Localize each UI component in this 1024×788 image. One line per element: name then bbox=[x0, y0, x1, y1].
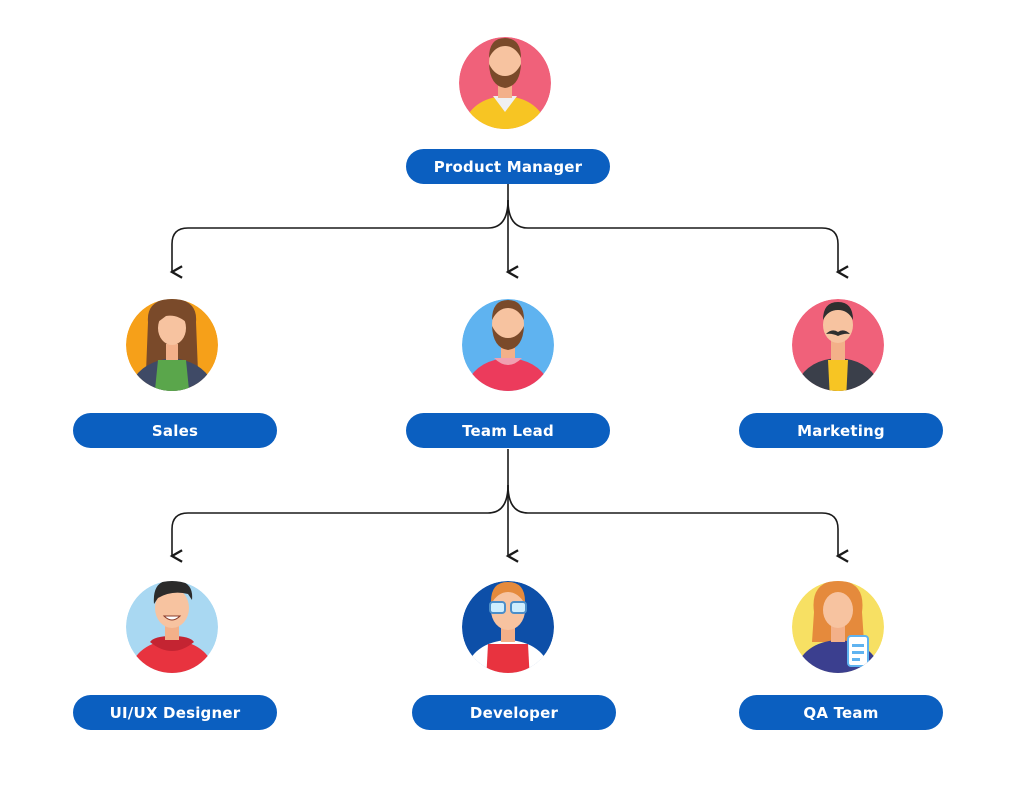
node-label: Sales bbox=[151, 421, 199, 440]
connector-group-team-lead bbox=[169, 449, 849, 563]
node-sales: Sales bbox=[73, 413, 277, 448]
connector-tl-to-ui-ux bbox=[169, 484, 509, 563]
node-label: Team Lead bbox=[462, 421, 554, 440]
node-label: Developer bbox=[469, 703, 559, 722]
node-label: QA Team bbox=[803, 703, 879, 722]
connector-pm-to-marketing bbox=[507, 199, 849, 279]
marketing-avatar bbox=[792, 299, 884, 391]
node-product-manager: Product Manager bbox=[406, 149, 610, 184]
node-ui-ux-designer: UI/UX Designer bbox=[73, 695, 277, 730]
node-qa-team: QA Team bbox=[739, 695, 943, 730]
team-lead-avatar bbox=[462, 299, 554, 391]
developer-avatar bbox=[462, 581, 554, 673]
node-label: UI/UX Designer bbox=[109, 703, 241, 722]
connector-pm-to-sales bbox=[169, 199, 509, 279]
sales-avatar bbox=[126, 299, 218, 391]
node-developer: Developer bbox=[412, 695, 616, 730]
node-marketing: Marketing bbox=[739, 413, 943, 448]
qa-team-avatar bbox=[792, 581, 884, 673]
node-label: Product Manager bbox=[433, 157, 583, 176]
connector-group-product-manager bbox=[169, 184, 849, 279]
ui-ux-designer-avatar bbox=[126, 581, 218, 673]
node-label: Marketing bbox=[797, 421, 885, 440]
product-manager-avatar bbox=[459, 37, 551, 129]
node-team-lead: Team Lead bbox=[406, 413, 610, 448]
connector-tl-to-qa bbox=[507, 484, 849, 563]
